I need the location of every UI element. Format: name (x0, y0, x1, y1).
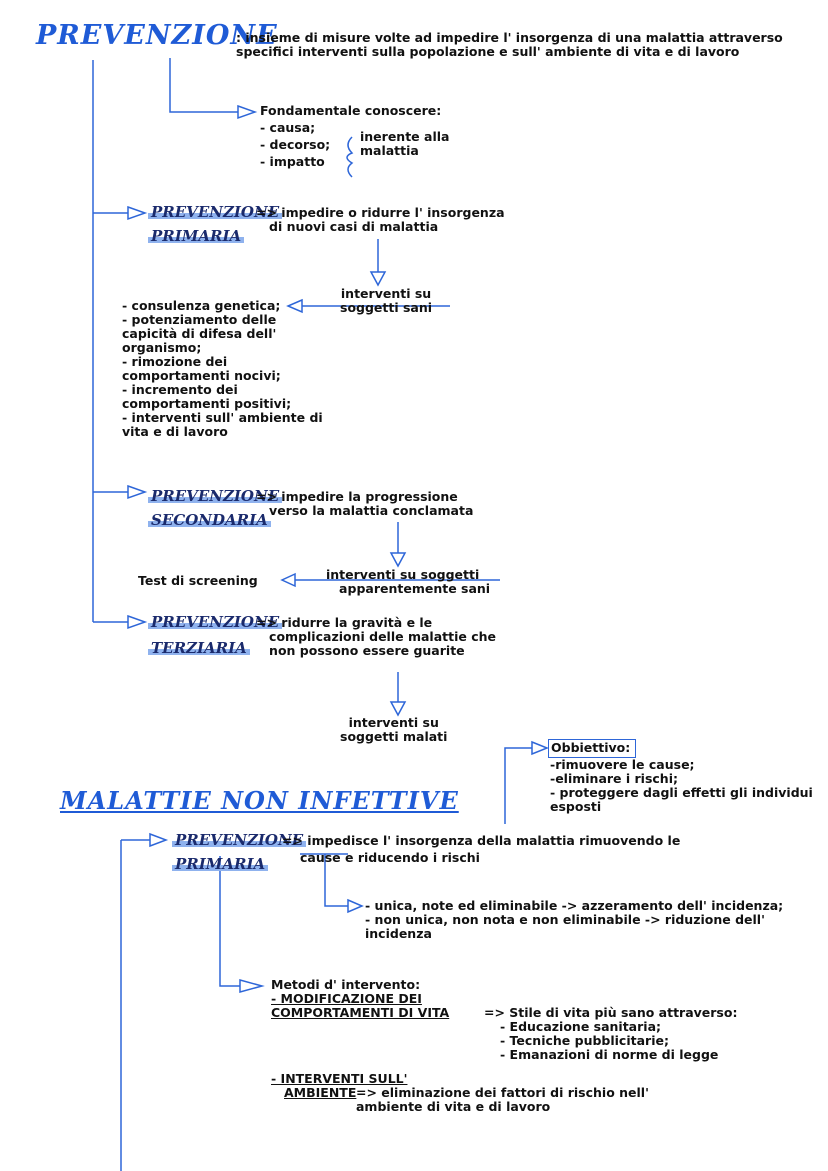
secondaria-label: PREVENZIONE (148, 487, 283, 505)
secondaria-desc: => impedire la progressione verso la mal… (256, 489, 474, 518)
terziaria-label-2: TERZIARIA (148, 639, 250, 657)
mni-primaria-desc: => impedisce l' insorgenza della malatti… (282, 833, 681, 848)
primaria-list: - consulenza genetica; - potenziamento d… (122, 298, 323, 439)
obbiettivo-box (548, 739, 636, 758)
metodi-m1-list: - Educazione sanitaria; - Tecniche pubbl… (500, 1019, 719, 1062)
fondamentale-heading: Fondamentale conoscere: (260, 103, 442, 118)
fondamentale-note: inerente alla malattia (360, 129, 450, 158)
primaria-label-2: PRIMARIA (148, 227, 245, 245)
metodi-heading: Metodi d' intervento: (271, 977, 421, 992)
metodi-m2a: - INTERVENTI SULL' (271, 1071, 408, 1086)
terziaria-desc: => ridurre la gravità e le complicazioni… (256, 615, 496, 658)
primaria-interventi: interventi su soggetti sani (340, 286, 433, 315)
fondamentale-item: - impatto (260, 154, 325, 169)
title-prevenzione: PREVENZIONE (36, 20, 278, 51)
definition-text: : insieme di misure volte ad impedire l'… (236, 30, 783, 59)
obbiettivo-text: -rimuovere le cause; -eliminare i rischi… (550, 757, 813, 814)
title-malattie-non-infettive: MALATTIE NON INFETTIVE (60, 786, 459, 815)
mni-causes: - unica, note ed eliminabile -> azzerame… (365, 898, 784, 941)
terziaria-label: PREVENZIONE (148, 613, 283, 631)
metodi-m2b: AMBIENTE (284, 1085, 357, 1100)
secondaria-test: Test di screening (138, 573, 258, 588)
mni-primaria-desc-2: cause e riducendo i rischi (300, 850, 480, 865)
metodi-m1a: - MODIFICAZIONE DEI (271, 991, 422, 1006)
metodi-m1b: COMPORTAMENTI DI VITA (271, 1005, 450, 1020)
metodi-m1-desc: => Stile di vita più sano attraverso: (484, 1005, 738, 1020)
metodi-m2-desc: => eliminazione dei fattori di rischio n… (356, 1085, 649, 1114)
obbiettivo-heading: Obbiettivo: (551, 740, 631, 755)
secondaria-label-2: SECONDARIA (148, 511, 271, 529)
fondamentale-item: - decorso; (260, 137, 331, 152)
secondaria-interventi: interventi su soggetti apparentemente sa… (326, 567, 491, 596)
primaria-label: PREVENZIONE (148, 203, 283, 221)
mni-primaria-label-2: PRIMARIA (172, 855, 269, 873)
mni-primaria-label: PREVENZIONE (172, 831, 307, 849)
fondamentale-item: - causa; (260, 120, 316, 135)
primaria-desc: => impedire o ridurre l' insorgenza di n… (256, 205, 505, 234)
terziaria-interventi: interventi su soggetti malati (340, 715, 448, 744)
